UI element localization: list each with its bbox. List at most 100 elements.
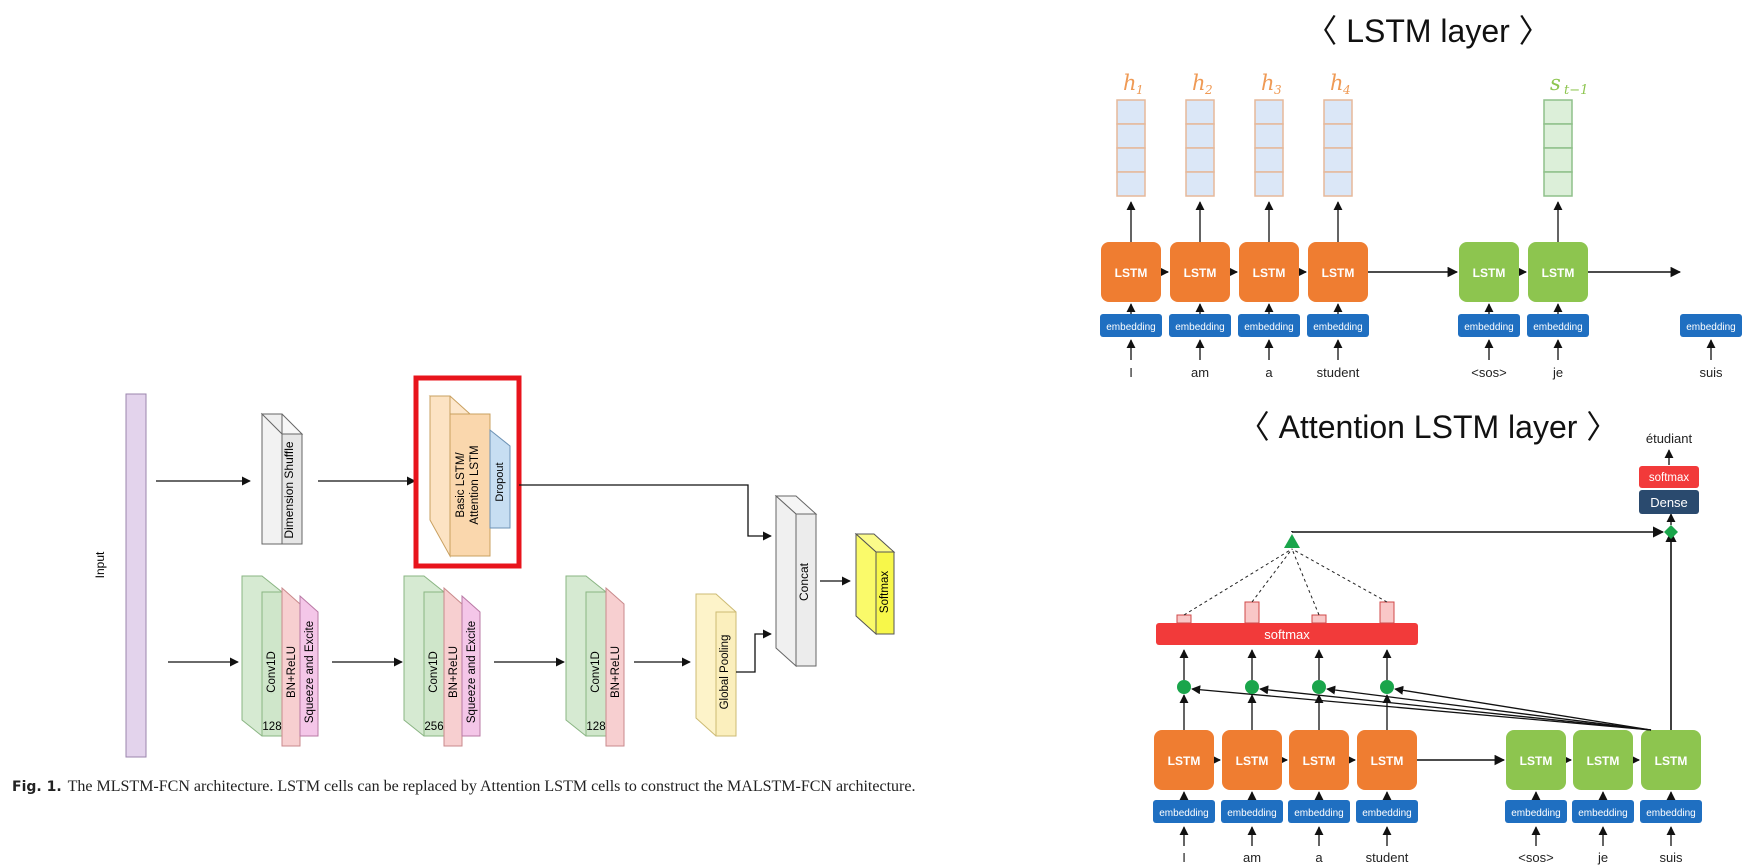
input-word: I xyxy=(1129,365,1133,380)
hidden-label: h xyxy=(1123,71,1137,95)
lstm-cell-label: LSTM xyxy=(1587,754,1620,768)
global-pooling-label: Global Pooling xyxy=(719,635,731,710)
embedding-label: embedding xyxy=(1244,322,1293,333)
conv1-filters: 128 xyxy=(262,721,281,733)
state-subscript: t−1 xyxy=(1564,83,1588,98)
embedding-box xyxy=(1458,314,1520,337)
attention-dashed-line xyxy=(1183,548,1293,616)
hidden-vector-cell xyxy=(1323,99,1353,125)
lstm-cell xyxy=(1528,242,1588,302)
lstm-cell xyxy=(1506,730,1566,790)
lstm-cell-label: LSTM xyxy=(1253,266,1286,280)
hidden-subscript: 2 xyxy=(1204,83,1213,97)
hidden-vector-cell xyxy=(1185,123,1215,149)
hidden-vector-cell xyxy=(1116,171,1146,197)
hidden-vector-cell xyxy=(1254,171,1284,197)
dropout-label: Dropout xyxy=(494,462,506,501)
hidden-subscript: 3 xyxy=(1274,83,1282,97)
input-word: a xyxy=(1265,365,1273,380)
hidden-vector-cell xyxy=(1543,171,1573,197)
embedding-box xyxy=(1640,800,1702,823)
lstm-cell-label: LSTM xyxy=(1168,754,1201,768)
embedding-box xyxy=(1221,800,1283,823)
hidden-vector-cell xyxy=(1116,147,1146,173)
concat-label: Concat xyxy=(797,562,811,601)
lstm-cell-label: LSTM xyxy=(1303,754,1336,768)
lstm-cell-label: LSTM xyxy=(1473,266,1506,280)
lstm-cell-label: LSTM xyxy=(1115,266,1148,280)
hidden-vector-cell xyxy=(1185,147,1215,173)
input-word: student xyxy=(1317,365,1360,380)
lstm-cell xyxy=(1459,242,1519,302)
attention-dashed-line xyxy=(1251,548,1293,603)
context-node xyxy=(1284,534,1300,548)
input-word: <sos> xyxy=(1471,365,1506,380)
score-node xyxy=(1245,680,1259,694)
embedding-box xyxy=(1288,800,1350,823)
mlstm-fcn-diagram: Input Dimension Shuffle Basic LSTM/ Atte… xyxy=(93,375,896,758)
input-word: suis xyxy=(1699,365,1723,380)
input-bar xyxy=(125,393,147,758)
lstm-cell xyxy=(1289,730,1349,790)
lstm-cell xyxy=(1101,242,1161,302)
conv1-bn-label: BN+ReLU xyxy=(286,646,298,698)
hidden-label: h xyxy=(1330,71,1344,95)
hidden-vector-cell xyxy=(1543,123,1573,149)
query-arrow xyxy=(1394,685,1652,731)
embedding-box xyxy=(1100,314,1162,337)
lstm-cell xyxy=(1222,730,1282,790)
dimension-shuffle-label: Dimension Shuffle xyxy=(282,441,296,538)
attention-content: LSTMembeddingILSTMembeddingamLSTMembeddi… xyxy=(1153,431,1702,865)
global-pooling-block: Global Pooling xyxy=(695,593,737,737)
attention-weight-bar xyxy=(1311,614,1327,624)
concat-node xyxy=(1664,525,1678,539)
input-word: je xyxy=(1552,365,1563,380)
embedding-box xyxy=(1153,800,1215,823)
dimension-shuffle-block: Dimension Shuffle xyxy=(260,412,304,545)
embedding-box xyxy=(1572,800,1634,823)
softmax-small-label: softmax xyxy=(1649,472,1690,484)
arrow-pooling-concat xyxy=(736,629,772,673)
highlight-box xyxy=(413,375,522,569)
input-label: Input xyxy=(93,551,107,578)
embedding-box xyxy=(1169,314,1231,337)
embedding-box xyxy=(1238,314,1300,337)
hidden-subscript: 4 xyxy=(1342,83,1351,97)
hidden-vector-cell xyxy=(1185,99,1215,125)
hidden-vector-cell xyxy=(1323,123,1353,149)
embedding-label: embedding xyxy=(1511,808,1560,819)
hidden-vector-cell xyxy=(1254,123,1284,149)
embedding-box xyxy=(1307,314,1369,337)
lstm-block: Basic LSTM/ Attention LSTM Dropout xyxy=(428,395,511,558)
lstm-block-line1: Basic LSTM/ xyxy=(455,452,467,518)
conv-block-2: Conv1D 256 BN+ReLU Squeeze and Excite xyxy=(403,575,481,747)
figure-caption: Fig. 1.The MLSTM-FCN architecture. LSTM … xyxy=(12,778,1012,796)
hidden-vector-cell xyxy=(1185,171,1215,197)
lstm-cell-label: LSTM xyxy=(1236,754,1269,768)
embedding-label: embedding xyxy=(1227,808,1276,819)
embedding-label: embedding xyxy=(1686,322,1735,333)
input-word: student xyxy=(1366,850,1409,865)
conv2-label: Conv1D xyxy=(428,651,440,693)
hidden-label: h xyxy=(1192,71,1206,95)
score-node xyxy=(1312,680,1326,694)
hidden-vector-cell xyxy=(1254,99,1284,125)
lstm-top-content: LSTMembeddingILSTMembeddingamLSTMembeddi… xyxy=(1100,71,1742,380)
caption-text: The MLSTM-FCN architecture. LSTM cells c… xyxy=(67,778,916,795)
conv3-label: Conv1D xyxy=(590,651,602,693)
lstm-cell xyxy=(1357,730,1417,790)
softmax-label: Softmax xyxy=(879,571,891,613)
lstm-cell xyxy=(1308,242,1368,302)
embedding-box xyxy=(1680,314,1742,337)
query-arrow xyxy=(1259,685,1652,731)
conv1-label: Conv1D xyxy=(266,651,278,693)
lstm-layer-panel: 〈 LSTM layer 〉 LSTMembeddingILSTMembeddi… xyxy=(1100,13,1742,380)
input-word: am xyxy=(1191,365,1209,380)
hidden-vector-cell xyxy=(1254,147,1284,173)
hidden-vector-cell xyxy=(1323,171,1353,197)
hidden-vector-cell xyxy=(1543,99,1573,125)
embedding-label: embedding xyxy=(1294,808,1343,819)
input-word: <sos> xyxy=(1518,850,1553,865)
hidden-vector-cell xyxy=(1116,99,1146,125)
